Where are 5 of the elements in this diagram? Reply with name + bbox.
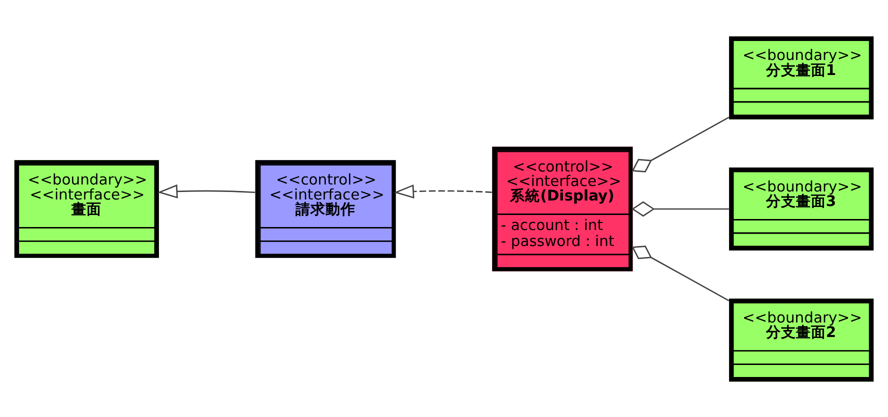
arrow	[157, 184, 255, 198]
connector	[632, 245, 730, 301]
connector	[632, 116, 730, 172]
connector	[632, 200, 729, 216]
arrow	[394, 184, 492, 198]
